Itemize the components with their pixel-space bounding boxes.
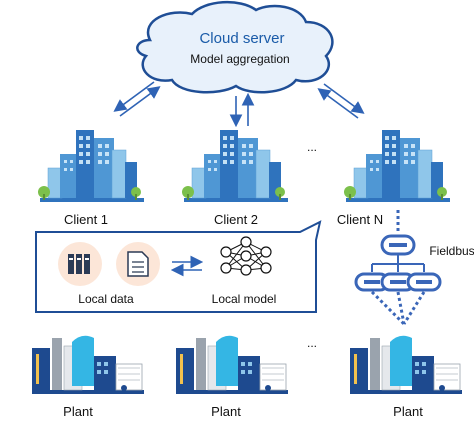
- local-exchange-arrows: [170, 255, 204, 277]
- plant1-label: Plant: [63, 404, 93, 419]
- database-icon: [58, 242, 102, 286]
- cloud-client2-arrows: [229, 92, 255, 128]
- client2-label: Client 2: [213, 212, 259, 227]
- local-model-label: Local model: [211, 292, 277, 306]
- local-data-label: Local data: [78, 292, 134, 306]
- plantn-icon: [349, 335, 463, 395]
- fieldbus-downlinks: [370, 290, 426, 326]
- cloud-shape: [136, 0, 334, 94]
- document-icon: [116, 242, 160, 286]
- cloud-subtitle: Model aggregation: [190, 52, 290, 66]
- neural-network-icon: [220, 236, 272, 276]
- client1-city-icon: [37, 129, 145, 203]
- plant2-label: Plant: [211, 404, 241, 419]
- fieldbus-icon: [354, 234, 442, 292]
- plants-ellipsis: ...: [306, 336, 318, 350]
- plant1-icon: [31, 335, 145, 395]
- clients-ellipsis: ...: [306, 140, 318, 154]
- clientn-city-icon: [343, 129, 451, 203]
- cloud-client1-arrows: [113, 81, 161, 117]
- plant2-icon: [175, 335, 289, 395]
- client1-label: Client 1: [63, 212, 109, 227]
- cloud-clientn-arrows: [317, 83, 365, 119]
- client2-city-icon: [181, 129, 289, 203]
- cloud-title: Cloud server: [199, 30, 285, 47]
- plantn-label: Plant: [393, 404, 423, 419]
- fieldbus-label: Fieldbus: [429, 244, 474, 258]
- clientn-label: Client N: [336, 212, 384, 227]
